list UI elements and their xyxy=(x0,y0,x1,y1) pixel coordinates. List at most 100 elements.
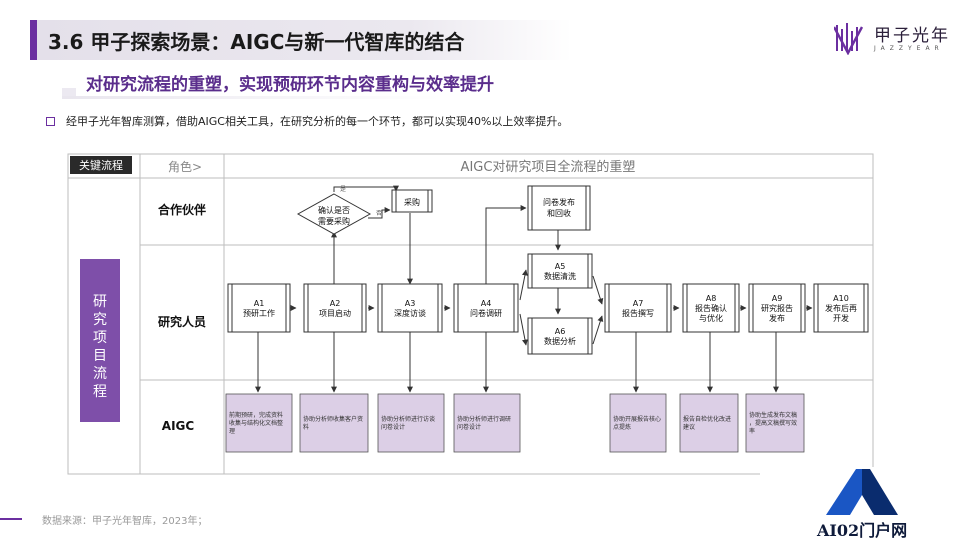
process-step-box xyxy=(813,283,869,333)
decision-node xyxy=(296,193,372,235)
process-char: 研 xyxy=(93,294,107,310)
process-step-label: 深度访谈 xyxy=(394,308,426,318)
process-step-label: 发布后再 xyxy=(825,303,857,313)
process-step-label: 项目启动 xyxy=(319,308,351,318)
aigc-box-text: 协助分析师进行访谈 xyxy=(381,415,435,423)
logo-bars-icon xyxy=(834,23,864,55)
aigc-box-text: 协助生成发布文稿 xyxy=(749,411,797,419)
footer-accent-line xyxy=(0,518,22,520)
key-process-label: 关键流程 xyxy=(79,158,123,172)
process-step-box xyxy=(303,283,367,333)
process-step-label: 数据清洗 xyxy=(544,271,576,281)
process-step-label: 预研工作 xyxy=(243,308,275,318)
bullet-square-icon xyxy=(46,117,55,126)
process-step-label: 问卷调研 xyxy=(470,308,502,318)
title-banner: 3.6 甲子探索场景：AIGC与新一代智库的结合 xyxy=(30,20,572,60)
process-step-id: A10 xyxy=(833,294,849,303)
table-grid xyxy=(67,153,874,475)
aigc-box-fill xyxy=(225,393,293,453)
purchase-node xyxy=(391,189,433,213)
process-char: 程 xyxy=(93,384,107,400)
intro-text: 经甲子光年智库测算，借助AIGC相关工具，在研究分析的每一个环节，都可以实现40… xyxy=(66,115,569,128)
process-step-box xyxy=(748,283,806,333)
process-step-box xyxy=(527,253,593,289)
survey-text-line: 问卷发布 xyxy=(543,197,575,207)
role-partner: 合作伙伴 xyxy=(158,202,206,217)
table-main-title: AIGC对研究项目全流程的重塑 xyxy=(461,159,636,175)
aigc-box-text: 问卷设计 xyxy=(381,423,405,431)
title-accent-bar xyxy=(30,20,37,60)
survey-text-line: 和回收 xyxy=(547,208,571,218)
aigc-box-text: 报告自检优化改进 xyxy=(683,415,731,423)
role-researcher: 研究人员 xyxy=(158,314,206,329)
aigc-box-text: 率 xyxy=(749,427,755,435)
aigc-box-fill xyxy=(679,393,739,453)
process-step-label: 数据分析 xyxy=(544,336,576,346)
process-step-box xyxy=(527,317,593,355)
flow-connectors xyxy=(255,185,813,393)
role-header-label: 角色> xyxy=(168,160,202,174)
process-step-id: A3 xyxy=(405,299,416,308)
process-step-id: A1 xyxy=(254,299,265,308)
process-char: 究 xyxy=(93,312,107,328)
process-step-id: A5 xyxy=(555,262,566,271)
purchase-label: 采购 xyxy=(404,197,420,207)
process-step-id: A2 xyxy=(330,299,341,308)
logo-subtext: JAZZYEAR xyxy=(874,45,944,52)
watermark-text: AI02门户网 xyxy=(817,521,908,540)
process-column-text: 研 究 项 目 流 程 xyxy=(93,294,107,400)
aigc-box-text: 协助分析师收集客户资 xyxy=(303,415,363,423)
aigc-box-text: 理 xyxy=(229,428,235,435)
process-step-id: A9 xyxy=(772,294,783,303)
key-process-header xyxy=(70,156,132,174)
subtitle-underline xyxy=(62,96,442,99)
process-step-box xyxy=(227,283,291,333)
process-step-label: 研究报告 xyxy=(761,303,793,313)
aigc-box-fill xyxy=(609,393,667,453)
aigc-box-fill xyxy=(299,393,369,453)
process-step-id: A6 xyxy=(555,327,566,336)
decision-text-line: 确认是否 xyxy=(318,205,350,215)
aigc-box-text: 建议 xyxy=(683,423,695,431)
watermark-logo-icon xyxy=(826,469,898,515)
aigc-box-fill xyxy=(453,393,521,453)
process-step-label: 报告确认 xyxy=(695,303,727,313)
page-title: 3.6 甲子探索场景：AIGC与新一代智库的结合 xyxy=(48,30,465,54)
aigc-box-text: 协助分析师进行调研 xyxy=(457,415,511,423)
process-step-label: 报告撰写 xyxy=(622,308,654,318)
source-note: 数据来源：甲子光年智库，2023年； xyxy=(42,516,208,527)
decision-text-line: 需要采购 xyxy=(318,216,350,226)
aigc-box-text: 料 xyxy=(303,423,309,431)
aigc-box-text: 前期预研，完成资料 xyxy=(229,411,283,419)
process-step-box xyxy=(682,283,740,333)
process-char: 流 xyxy=(93,366,107,382)
process-steps: A1预研工作A2项目启动A3深度访谈A4问卷调研A5数据清洗A6数据分析A7报告… xyxy=(227,253,869,355)
process-step-id: A7 xyxy=(633,299,644,308)
decision-no-label: 否 xyxy=(376,210,382,217)
process-step-label: 发布 xyxy=(769,313,785,323)
brand-logo: 甲子光年 JAZZYEAR xyxy=(834,21,948,55)
aigc-box-text: 协助开展报告核心 xyxy=(613,415,661,423)
process-column-block xyxy=(80,259,120,422)
decision-yes-label: 是 xyxy=(340,186,346,193)
process-step-label: 与优化 xyxy=(699,313,723,323)
subtitle-decoration xyxy=(62,88,76,98)
aigc-box-fill xyxy=(377,393,445,453)
site-watermark: AI02门户网 xyxy=(760,467,960,540)
